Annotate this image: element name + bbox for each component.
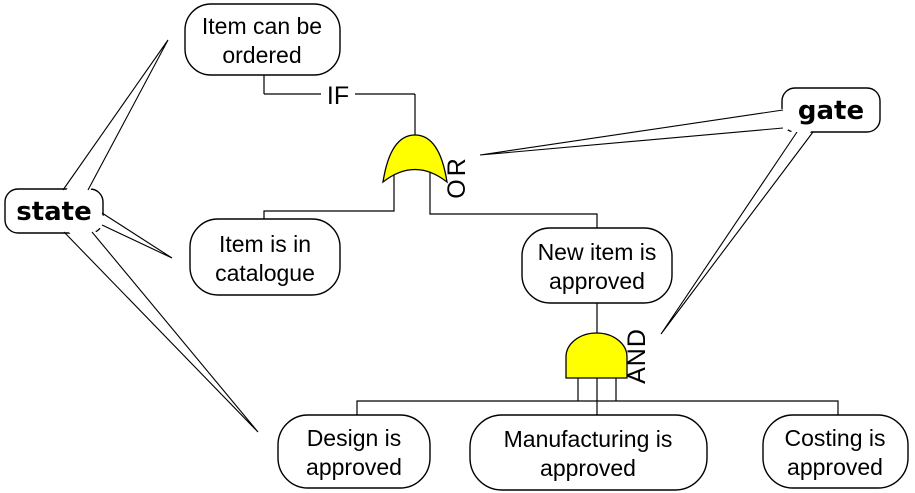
item-catalogue-label-line2: catalogue bbox=[215, 260, 315, 286]
manufacturing-label-line2: approved bbox=[540, 455, 636, 481]
manufacturing-label-line1: Manufacturing is bbox=[504, 426, 673, 452]
if-operator-label: IF bbox=[327, 82, 349, 110]
state-tail-to-item-ordered bbox=[62, 39, 169, 191]
design-label-line2: approved bbox=[306, 454, 402, 480]
state-tail-to-item-ordered-fill bbox=[63, 40, 168, 195]
item-ordered-label-line2: ordered bbox=[222, 42, 301, 68]
connector-and-bottom-rail bbox=[356, 400, 839, 419]
state-callout-bubble bbox=[4, 188, 104, 234]
gate-callout-label: gate bbox=[798, 96, 864, 126]
state-tail-to-design bbox=[63, 231, 259, 433]
node-manufacturing-is-approved bbox=[469, 414, 708, 491]
item-ordered-label-line1: Item can be bbox=[202, 13, 322, 39]
and-gate-shape bbox=[565, 332, 628, 379]
state-callout-label: state bbox=[16, 197, 92, 227]
and-operator-label: AND bbox=[623, 328, 651, 384]
new-item-label-line2: approved bbox=[549, 268, 645, 294]
gate-tail-to-and bbox=[660, 131, 814, 335]
or-operator-label: OR bbox=[443, 155, 471, 199]
or-gate-shape bbox=[382, 134, 448, 184]
state-tail-to-design-fill bbox=[64, 227, 258, 432]
new-item-label-line1: New item is bbox=[538, 239, 657, 265]
gate-tail-to-or bbox=[479, 109, 784, 156]
design-label-line1: Design is bbox=[307, 425, 402, 451]
connector-or-to-new-item bbox=[429, 170, 598, 232]
connector-or-to-catalogue bbox=[263, 170, 395, 224]
node-item-is-in-catalogue bbox=[189, 218, 341, 296]
costing-label-line2: approved bbox=[787, 454, 883, 480]
item-catalogue-label-line1: Item is in bbox=[219, 231, 311, 257]
node-item-can-be-ordered bbox=[184, 3, 341, 76]
node-costing-is-approved bbox=[762, 414, 909, 489]
costing-label-line1: Costing is bbox=[785, 425, 886, 451]
state-tail-to-catalogue bbox=[101, 212, 173, 259]
node-design-is-approved bbox=[277, 414, 431, 489]
if-label-background bbox=[321, 80, 355, 108]
node-new-item-is-approved bbox=[521, 227, 673, 304]
